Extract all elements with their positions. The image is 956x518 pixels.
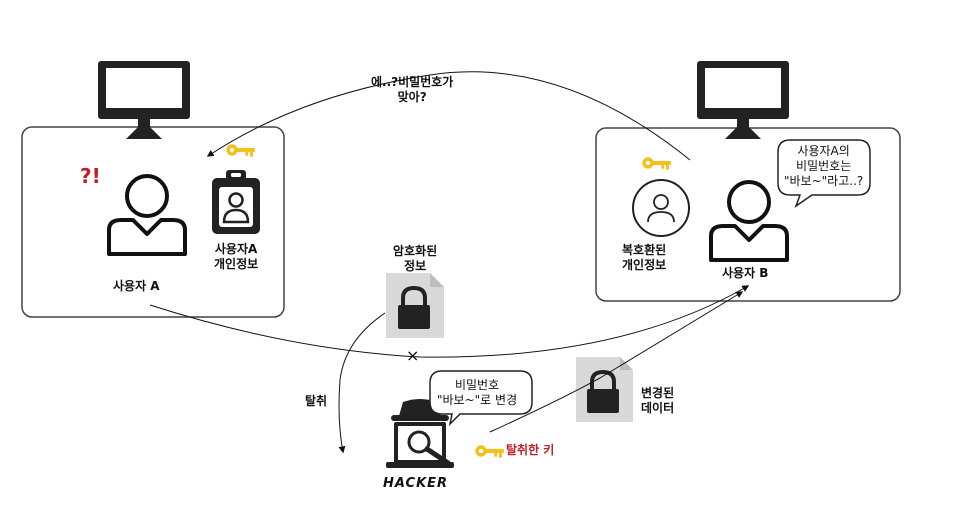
user-a-computer-frame: [21, 126, 285, 318]
top-arrow: [206, 71, 691, 161]
steal-label: 탈취: [305, 394, 328, 408]
user-b-label: 사용자 B: [722, 266, 769, 280]
steal-arrow: [338, 312, 386, 454]
a-to-b-arrow: [149, 285, 750, 358]
decrypted-info-label: 복호환된 개인정보: [622, 243, 667, 272]
hacker-speech-bubble: [429, 370, 533, 427]
blocked-mark: ×: [406, 346, 420, 365]
decrypted-profile-icon: [632, 179, 690, 237]
changed-data-doc-icon: [576, 357, 633, 422]
user-b-speech-bubble: [777, 139, 871, 208]
stolen-key-icon: [475, 445, 504, 458]
top-arrow-text: 에..?비밀번호가 맞아?: [371, 75, 454, 104]
user-b-thought-text: 사용자A의 비밀번호는 "바보~"라고..?: [784, 144, 864, 188]
changed-data-label: 변경된 데이터: [641, 386, 675, 415]
hacker-to-b-arrow: [489, 291, 744, 433]
encrypted-doc-icon: [386, 273, 444, 338]
hacker-label: HACKER: [383, 476, 449, 491]
stolen-key-label: 탈취한 키: [506, 443, 555, 457]
hacker-icon: [386, 399, 454, 468]
user-a-label: 사용자 A: [113, 279, 160, 293]
encrypted-info-label: 암호화된 정보: [393, 244, 438, 273]
user-a-info-label: 사용자A 개인정보: [214, 242, 259, 271]
id-badge-icon: [212, 170, 260, 234]
user-a-alert-mark: ?!: [80, 164, 101, 188]
hacker-thought-text: 비밀번호 "바보~"로 변경: [437, 378, 518, 407]
